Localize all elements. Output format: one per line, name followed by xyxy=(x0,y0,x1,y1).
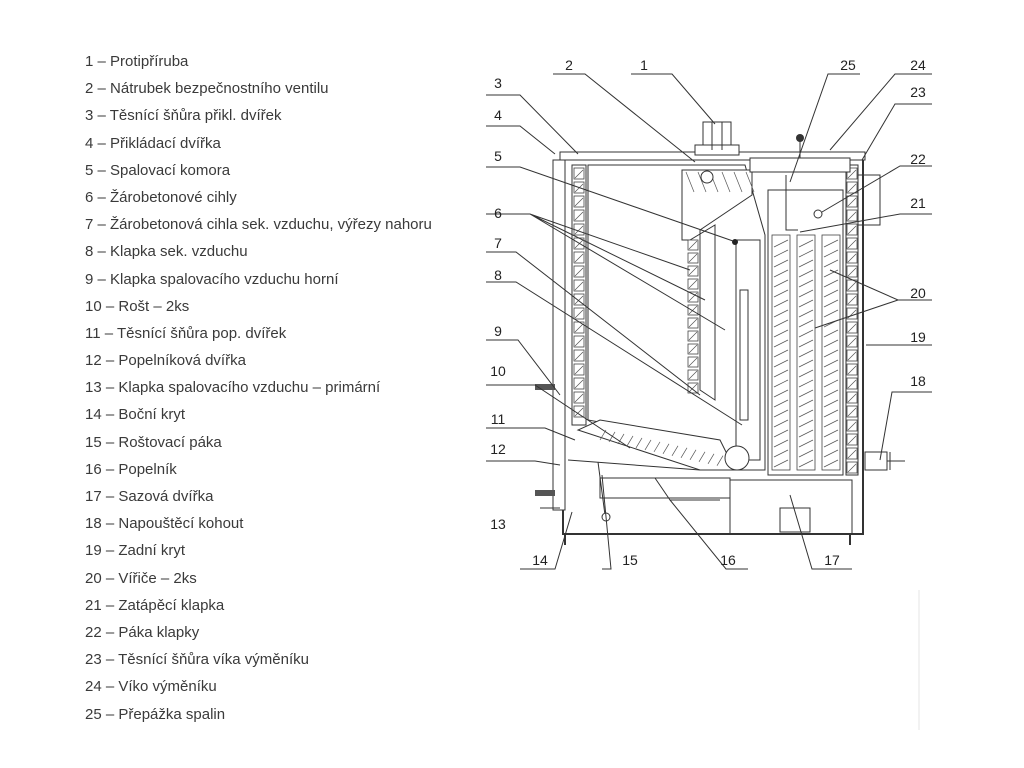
flue-flange xyxy=(694,121,740,156)
callout-20: 20 xyxy=(910,285,926,301)
callout-25: 25 xyxy=(840,57,856,73)
rake-lever xyxy=(597,461,606,516)
legend-item-24: 24 – Víko výměníku xyxy=(85,678,217,696)
callout-22: 22 xyxy=(910,151,926,167)
callout-10: 10 xyxy=(490,363,506,379)
legend-item-22: 22 – Páka klapky xyxy=(85,623,200,641)
callout-3: 3 xyxy=(494,75,502,91)
leader-lines xyxy=(486,73,932,570)
legend-item-14: 14 – Boční kryt xyxy=(85,406,186,424)
edge-artifact-line xyxy=(918,590,920,730)
legend-item-23: 23 – Těsnící šňůra víka výměníku xyxy=(85,651,309,669)
exchanger-lid xyxy=(749,157,851,173)
callout-23: 23 xyxy=(910,84,926,100)
right-brick-column xyxy=(845,164,859,476)
legend-item-25: 25 – Přepážka spalin xyxy=(85,705,226,723)
callout-2: 2 xyxy=(565,57,573,73)
legend-list: 1 – Protipříruba 2 – Nátrubek bezpečnost… xyxy=(85,52,432,732)
callout-9: 9 xyxy=(494,323,502,339)
boiler-cross-section-diagram: 1 2 3 4 5 6 7 8 9 10 11 12 13 14 15 16 1… xyxy=(486,57,932,570)
legend-item-17: 17 – Sazová dvířka xyxy=(85,488,214,505)
legend-item-6: 6 – Žárobetonové cihly xyxy=(85,188,237,206)
callout-15: 15 xyxy=(622,552,638,568)
legend-item-7: 7 – Žárobetonová cihla sek. vzduchu, výř… xyxy=(85,216,432,234)
legend-item-19: 19 – Zadní kryt xyxy=(85,542,186,560)
legend-item-12: 12 – Popelníková dvířka xyxy=(85,352,246,370)
legend-item-13: 13 – Klapka spalovacího vzduchu – primár… xyxy=(85,379,381,397)
drain-valve xyxy=(864,451,905,471)
callout-16: 16 xyxy=(720,552,736,568)
callout-13: 13 xyxy=(490,516,506,532)
legend-item-9: 9 – Klapka spalovacího vzduchu horní xyxy=(85,270,339,288)
legend-item-20: 20 – Vířiče – 2ks xyxy=(85,569,197,587)
legend-item-10: 10 – Rošt – 2ks xyxy=(85,297,190,315)
callout-7: 7 xyxy=(494,235,502,251)
callout-1: 1 xyxy=(640,57,648,73)
callout-5: 5 xyxy=(494,148,502,164)
refractory-bricks xyxy=(681,169,755,401)
callout-12: 12 xyxy=(490,441,506,457)
lower-door-handle xyxy=(535,490,555,496)
starter-flap xyxy=(785,175,798,231)
upper-door-handle xyxy=(535,384,555,390)
callout-8: 8 xyxy=(494,267,502,283)
legend-item-16: 16 – Popelník xyxy=(85,460,177,478)
legend-item-15: 15 – Roštovací páka xyxy=(85,433,222,451)
callout-21: 21 xyxy=(910,195,926,211)
rear-cover-bump xyxy=(858,174,881,226)
ash-outlet xyxy=(724,445,750,471)
front-door-plate xyxy=(552,159,566,511)
legend-item-3: 3 – Těsnící šňůra přikl. dvířek xyxy=(85,107,282,125)
ashpan xyxy=(599,477,731,499)
callout-6: 6 xyxy=(494,205,502,221)
callout-4: 4 xyxy=(494,107,502,123)
valve-socket xyxy=(700,170,714,184)
callout-17: 17 xyxy=(824,552,840,568)
callout-18: 18 xyxy=(910,373,926,389)
secondary-air-flap xyxy=(739,289,749,421)
left-brick-column xyxy=(571,164,587,426)
callout-14: 14 xyxy=(532,552,548,568)
legend-item-4: 4 – Přikládací dvířka xyxy=(85,134,221,152)
legend-item-18: 18 – Napouštěcí kohout xyxy=(85,515,244,533)
soot-door xyxy=(779,507,811,533)
legend-item-11: 11 – Těsnící šňůra pop. dvířek xyxy=(85,324,287,342)
legend-item-8: 8 – Klapka sek. vzduchu xyxy=(85,243,248,261)
legend-item-21: 21 – Zatápěcí klapka xyxy=(85,596,225,614)
lid-handle-knob xyxy=(796,134,804,142)
legend-item-1: 1 – Protipříruba xyxy=(85,53,189,70)
boiler-drawing xyxy=(535,121,905,545)
flap-lever-pivot xyxy=(813,209,823,219)
ashpit-top-line xyxy=(567,459,701,471)
heat-exchanger xyxy=(767,189,844,476)
soot-door-box xyxy=(729,479,853,535)
callout-numbers: 1 2 3 4 5 6 7 8 9 10 11 12 13 14 15 16 1… xyxy=(490,57,926,568)
callout-11: 11 xyxy=(491,411,506,427)
legend-item-2: 2 – Nátrubek bezpečnostního ventilu xyxy=(85,80,329,98)
ashpan-edge xyxy=(654,477,720,501)
callout-19: 19 xyxy=(910,329,926,345)
callout-24: 24 xyxy=(910,57,926,73)
chamber-dot xyxy=(732,239,738,245)
legend-item-5: 5 – Spalovací komora xyxy=(85,161,231,179)
